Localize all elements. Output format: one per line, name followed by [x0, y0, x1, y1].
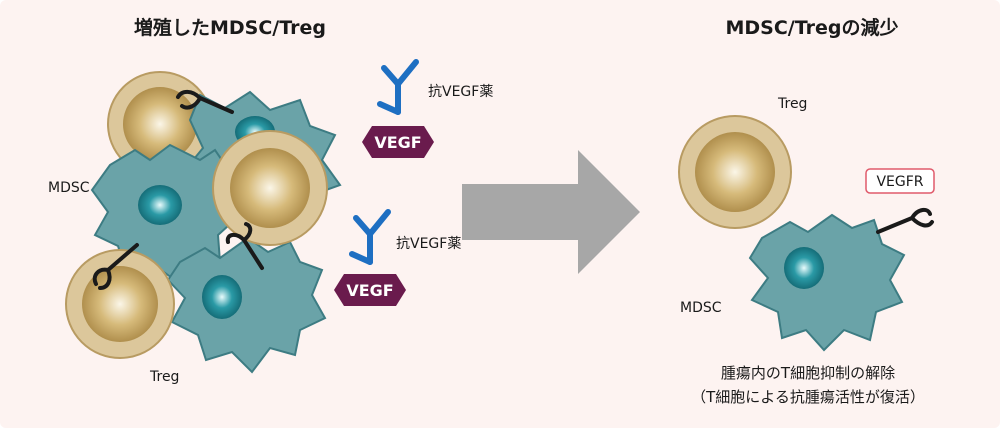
mdsc-cell — [166, 236, 327, 374]
mdsc-cell-right — [748, 213, 906, 352]
vegf-chip-label: VEGF — [346, 281, 393, 300]
caption-line-2: （T細胞による抗腫瘍活性が復活） — [691, 388, 925, 406]
drug-label-bottom: 抗VEGF薬 — [396, 236, 461, 252]
treg-cell — [107, 71, 213, 177]
treg-cell — [212, 130, 328, 246]
treg-cell — [65, 249, 175, 359]
left-cell-cluster — [65, 71, 342, 374]
receptor-icon — [876, 207, 934, 234]
antibody-icon — [349, 209, 391, 265]
right-title: MDSC/Tregの減少 — [726, 16, 899, 39]
left-title: 増殖したMDSC/Treg — [134, 16, 326, 39]
vegf-chip-top: VEGF — [362, 126, 434, 158]
treg-cell-right — [678, 115, 792, 229]
vegfr-tag: VEGFR — [865, 168, 935, 194]
treg-label-right: Treg — [777, 96, 807, 112]
drug-label-top: 抗VEGF薬 — [428, 84, 493, 100]
mdsc-cell — [90, 143, 242, 280]
antibody-icon — [377, 59, 419, 115]
vegf-chip-bottom: VEGF — [334, 274, 406, 306]
vegf-chip-label: VEGF — [374, 133, 421, 152]
mdsc-label-right: MDSC — [680, 300, 722, 316]
arrow-right-icon — [462, 150, 640, 274]
receptor-icon — [225, 222, 264, 270]
receptor-icon — [176, 89, 234, 114]
caption-line-1: 腫瘍内のT細胞抑制の解除 — [721, 364, 895, 382]
mdsc-label-left: MDSC — [48, 180, 90, 196]
treg-label-left: Treg — [149, 369, 179, 385]
receptor-icon — [92, 243, 139, 290]
vegfr-label: VEGFR — [876, 174, 923, 190]
